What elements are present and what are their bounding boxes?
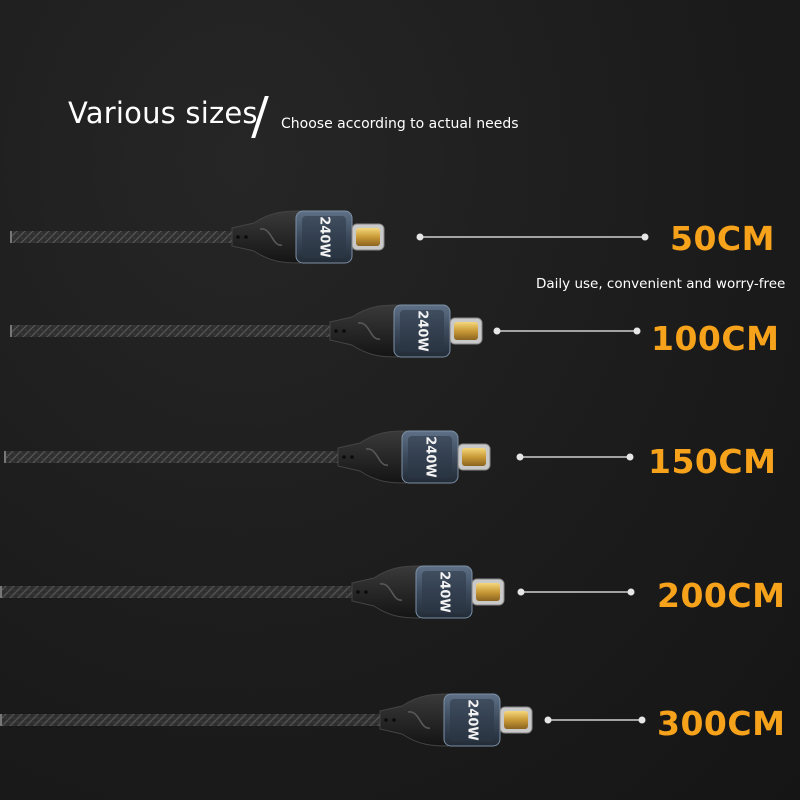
cord-end bbox=[10, 231, 12, 243]
connector-boot bbox=[351, 565, 421, 619]
callout-dot-end bbox=[638, 716, 646, 724]
braided-cord bbox=[10, 231, 238, 243]
housing-panel bbox=[408, 436, 452, 478]
callout-dot-end bbox=[626, 453, 634, 461]
cord-end bbox=[0, 714, 2, 726]
cable-4: 240W bbox=[0, 565, 635, 619]
usb-c-contacts bbox=[454, 322, 478, 340]
boot-ridge bbox=[379, 583, 403, 601]
cord-end bbox=[0, 586, 2, 598]
length-label-2: 100CM bbox=[651, 319, 780, 358]
braided-cord bbox=[10, 325, 336, 337]
page-title: Various sizes bbox=[68, 96, 258, 130]
usb-c-contacts bbox=[356, 228, 380, 246]
boot-ridge bbox=[365, 448, 389, 466]
housing-panel bbox=[450, 699, 494, 741]
callout-dot-start bbox=[416, 233, 424, 241]
callout-dot-start bbox=[517, 588, 525, 596]
cable-3: 240W bbox=[4, 430, 634, 484]
callout-dot-start bbox=[516, 453, 524, 461]
power-rating-text: 240W bbox=[415, 310, 430, 351]
cord-end bbox=[4, 451, 6, 463]
power-rating-text: 240W bbox=[423, 436, 438, 477]
cable-2: 240W bbox=[10, 304, 641, 358]
cable-5: 240W bbox=[0, 693, 646, 747]
length-label-4: 200CM bbox=[657, 576, 786, 615]
usb-c-contacts bbox=[462, 448, 486, 466]
braided-cord bbox=[0, 586, 358, 598]
length-label-5: 300CM bbox=[657, 704, 786, 743]
braided-cord bbox=[4, 451, 344, 463]
boot-ridge bbox=[259, 228, 283, 246]
callout-dot-end bbox=[627, 588, 635, 596]
connector-boot bbox=[379, 693, 449, 747]
connector-boot bbox=[329, 304, 399, 358]
connector-boot bbox=[337, 430, 407, 484]
power-rating-text: 240W bbox=[437, 571, 452, 612]
usb-c-contacts bbox=[476, 583, 500, 601]
housing-panel bbox=[400, 310, 444, 352]
callout-dot-start bbox=[493, 327, 501, 335]
boot-ridge bbox=[407, 711, 431, 729]
length-label-1: 50CM bbox=[670, 219, 775, 258]
braided-cord bbox=[0, 714, 386, 726]
cord-end bbox=[10, 325, 12, 337]
usage-note: Daily use, convenient and worry-free bbox=[536, 276, 786, 292]
housing-panel bbox=[302, 216, 346, 258]
connector-boot bbox=[231, 210, 301, 264]
power-rating-text: 240W bbox=[317, 216, 332, 257]
callout-dot-end bbox=[633, 327, 641, 335]
page-subtitle: Choose according to actual needs bbox=[281, 116, 519, 132]
power-rating-text: 240W bbox=[465, 699, 480, 740]
cable-1: 240W bbox=[10, 210, 649, 264]
length-label-3: 150CM bbox=[648, 442, 777, 481]
boot-ridge bbox=[357, 322, 381, 340]
housing-panel bbox=[422, 571, 466, 613]
callout-dot-end bbox=[641, 233, 649, 241]
callout-dot-start bbox=[544, 716, 552, 724]
usb-c-contacts bbox=[504, 711, 528, 729]
